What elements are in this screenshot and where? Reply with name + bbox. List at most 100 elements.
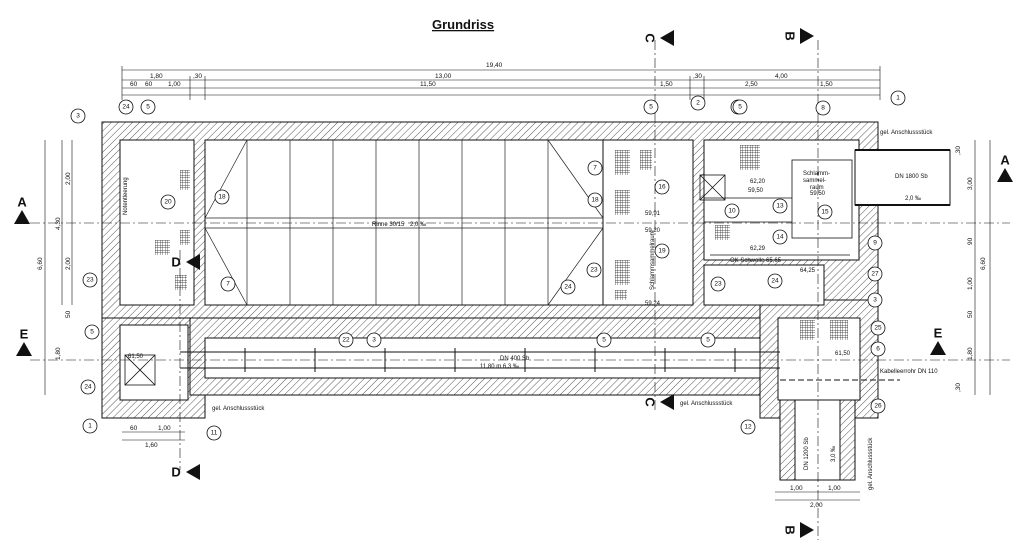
- drawing-title: Grundriss: [432, 17, 494, 32]
- callout-number: 5: [602, 337, 606, 344]
- label-schlamm-2: sammel-: [803, 178, 826, 184]
- callout-number: 24: [122, 104, 130, 111]
- callout-35: 6: [870, 341, 886, 357]
- dim-overall: 19,40: [486, 62, 503, 69]
- dimension-texts: 19,40 1,80 ,30 13,00 ,30 4,00 60 60 1,00…: [37, 62, 987, 509]
- callout-number: 24: [564, 284, 572, 291]
- dim-right-seg-2: 90: [967, 237, 974, 245]
- callout-11: 23: [82, 272, 98, 288]
- level-4: 59,50: [748, 188, 764, 194]
- callout-38: 5: [700, 332, 716, 348]
- label-dn400: DN 400 Sb: [500, 356, 530, 362]
- section-letter: E: [934, 326, 943, 341]
- callout-number: 3: [372, 337, 376, 344]
- callout-number: 24: [771, 278, 779, 285]
- callout-number: 7: [593, 165, 597, 172]
- label-rinne: Rinne 30/15: [372, 222, 405, 228]
- label-schlammraum-wall: Schlammsammelraum: [650, 230, 656, 290]
- callout-36: 26: [870, 398, 886, 414]
- callout-6: 8: [815, 100, 831, 116]
- label-notentleerung: Notentleerung: [123, 177, 129, 215]
- label-ok-schwelle: OK Schwelle 65,65: [730, 258, 782, 264]
- callout-number: 26: [874, 403, 882, 410]
- callout-number: 18: [591, 197, 599, 204]
- callout-20: 16: [654, 179, 670, 195]
- level-7: 59,20: [645, 228, 661, 234]
- dim-right-seg-6: ,30: [955, 146, 962, 155]
- callout-2: 24: [118, 99, 134, 115]
- label-dn1800: DN 1800 Sb: [895, 174, 928, 180]
- callout-number: 24: [84, 384, 92, 391]
- callout-34: 25: [870, 320, 886, 336]
- callout-9: 18: [214, 189, 230, 205]
- dim-left-upper: 4,30: [55, 217, 62, 230]
- callout-24: 10: [724, 203, 740, 219]
- callout-37: 12: [740, 419, 756, 435]
- callout-30: 3: [867, 292, 883, 308]
- dim-top-seg-3: 13,00: [435, 73, 452, 80]
- dim-br-total: 2,00: [810, 502, 823, 509]
- dim-bl-a: 60: [130, 425, 138, 432]
- callout-31: 24: [767, 273, 783, 289]
- dim-top-seg-2: ,30: [193, 73, 202, 80]
- section-letter: B: [783, 31, 798, 40]
- callout-12: 22: [338, 332, 354, 348]
- callout-number: 13: [776, 203, 784, 210]
- callout-number: 23: [714, 281, 722, 288]
- section-marker-a-right: A: [997, 153, 1013, 182]
- label-anschluss-br: gel. Anschlussstück: [868, 437, 874, 490]
- dim-right-seg-3: 1,00: [967, 277, 974, 290]
- callout-number: 1: [896, 95, 900, 102]
- level-9: 64,25: [800, 268, 816, 274]
- callout-number: 18: [218, 194, 226, 201]
- section-marker-c-bottom: C: [643, 394, 674, 410]
- callout-16: 1: [82, 418, 98, 434]
- section-letter: C: [643, 397, 658, 407]
- dim-sub-5: 1,50: [660, 81, 673, 88]
- callout-29: 27: [867, 266, 883, 282]
- dim-sub-1: 60: [130, 81, 138, 88]
- label-dn400-len: 11,80 m 6,3 ‰: [480, 364, 519, 370]
- callout-23: 24: [560, 279, 576, 295]
- dim-br-a: 1,00: [790, 485, 803, 492]
- callout-number: 5: [738, 104, 742, 111]
- callout-number: 23: [86, 277, 94, 284]
- labels: Rinne 30/15 2,0 ‰ OK Schwelle 65,65 Schl…: [123, 130, 938, 490]
- dim-right-seg-5: 1,80: [967, 347, 974, 360]
- dim-left-lower: 1,80: [55, 347, 62, 360]
- dim-top-seg-5: 4,00: [775, 73, 788, 80]
- callout-14: 5: [84, 324, 100, 340]
- callout-39: 5: [732, 99, 748, 115]
- dim-sub-4: 11,50: [420, 81, 436, 88]
- dim-right-outer: 6,60: [980, 257, 987, 270]
- callout-1: 3: [70, 108, 86, 124]
- callout-28: 9: [867, 235, 883, 251]
- level-6: 59,91: [645, 211, 661, 217]
- level-5: 61,50: [835, 351, 851, 357]
- section-marker-b-top: B: [783, 28, 814, 44]
- callout-number: 5: [146, 104, 150, 111]
- dim-bl-b: 1,00: [158, 425, 171, 432]
- section-letter: E: [20, 327, 29, 342]
- section-letter: D: [171, 465, 180, 480]
- callout-number: 11: [211, 430, 218, 437]
- dim-left-inner-1: 2,00: [65, 172, 72, 185]
- callout-22: 23: [586, 262, 602, 278]
- label-anschluss-bm: gel. Anschlussstück: [680, 401, 733, 407]
- callout-27: 14: [772, 229, 788, 245]
- callout-number: 8: [821, 105, 825, 112]
- callout-13: 3: [366, 332, 382, 348]
- dim-left-inner-3: 50: [65, 310, 72, 318]
- callout-number: 10: [728, 208, 736, 215]
- section-letter: D: [171, 255, 180, 270]
- callout-number: 23: [590, 267, 598, 274]
- callout-number: 3: [873, 297, 877, 304]
- section-marker-e-right: E: [930, 326, 946, 355]
- callout-number: 5: [90, 329, 94, 336]
- callout-number: 20: [164, 199, 172, 206]
- callout-32: 23: [710, 276, 726, 292]
- callout-number: 6: [876, 346, 880, 353]
